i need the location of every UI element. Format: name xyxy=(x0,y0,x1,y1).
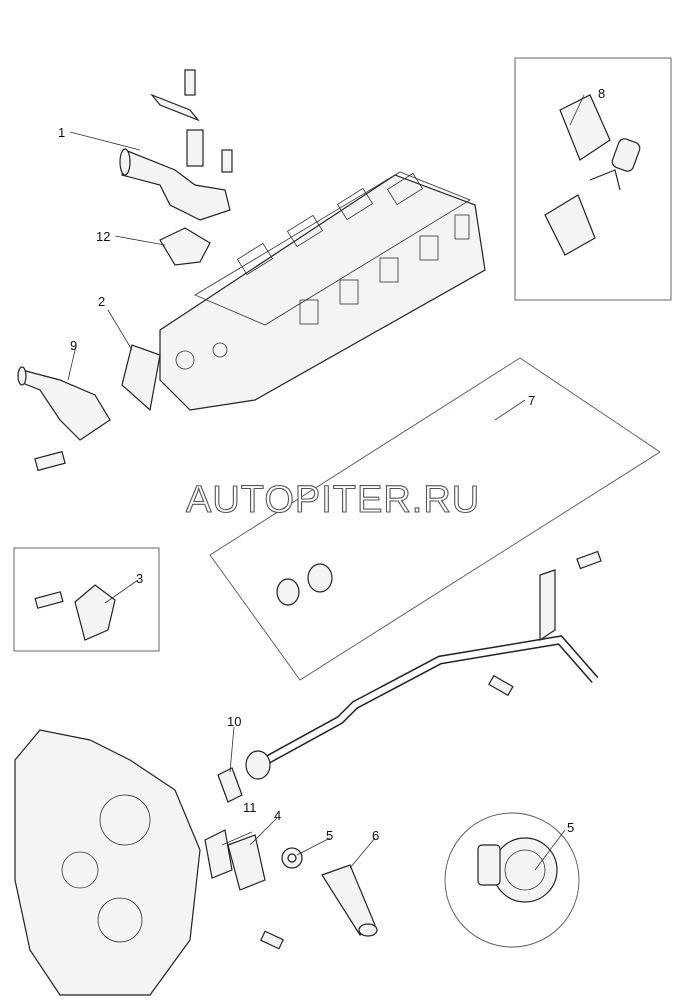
callout-1: 1 xyxy=(58,125,65,140)
part-6-water-outlet xyxy=(321,864,378,937)
bolt xyxy=(260,930,284,950)
timing-case xyxy=(14,729,201,996)
part-5-thermostat xyxy=(281,847,303,869)
callout-4: 4 xyxy=(274,808,281,823)
part-1-water-outlet xyxy=(119,69,233,221)
part-9-water-inlet xyxy=(17,366,111,472)
callout-3: 3 xyxy=(136,571,143,586)
cylinder-head xyxy=(159,171,486,411)
callout-2: 2 xyxy=(98,294,105,309)
detail-circle-thermostat xyxy=(444,812,580,948)
callout-10: 10 xyxy=(227,714,241,729)
part-3-blank-plate xyxy=(34,584,116,641)
part-12-gasket xyxy=(159,227,211,266)
callout-7: 7 xyxy=(528,393,535,408)
inset-box-part-7 xyxy=(209,357,661,681)
part-11-gasket xyxy=(204,829,233,879)
part-7-water-pipe xyxy=(276,408,522,606)
callout-6: 6 xyxy=(372,828,379,843)
inset-box-part-8 xyxy=(514,57,672,301)
callout-11: 11 xyxy=(243,800,257,815)
callout-5: 5 xyxy=(326,828,333,843)
inset-box-part-3 xyxy=(13,547,160,652)
watermark: AUTOPITER.RU xyxy=(186,479,480,521)
callout-5-detail: 5 xyxy=(567,820,574,835)
water-bypass-pipe xyxy=(245,550,602,780)
part-2-gasket xyxy=(121,344,161,412)
callout-12: 12 xyxy=(96,229,110,244)
callout-8: 8 xyxy=(598,86,605,101)
part-8-cover-plate xyxy=(544,94,641,256)
thermostat-detail xyxy=(477,837,558,903)
part-4-thermostat-housing xyxy=(227,834,266,891)
callout-9: 9 xyxy=(70,338,77,353)
leader-lines xyxy=(67,94,585,871)
part-10-gasket xyxy=(217,767,243,803)
